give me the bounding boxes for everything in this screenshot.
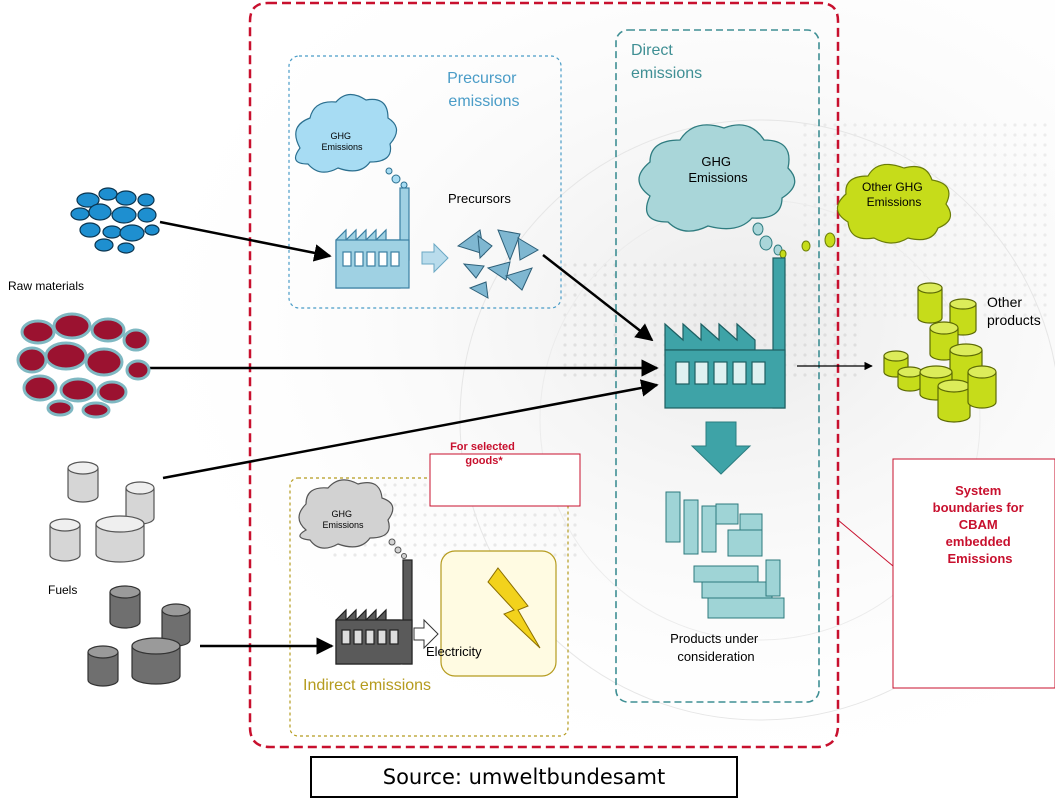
direct-ghg-label-line2: Emissions bbox=[688, 170, 748, 185]
precursor-flow-arrow-icon bbox=[421, 242, 449, 274]
flow-arrows bbox=[150, 220, 659, 655]
system-boundaries-line1: System bbox=[955, 483, 1001, 498]
precursor-factory-icon bbox=[335, 187, 410, 289]
raw-materials-blue-icon bbox=[70, 187, 160, 254]
system-boundaries-line4: embedded bbox=[946, 534, 1011, 549]
arrow-raw-to-precursor-plant bbox=[159, 220, 332, 262]
system-boundaries-line3: CBAM bbox=[959, 517, 998, 532]
lightning-icon bbox=[487, 567, 541, 649]
system-boundaries-callout: System boundaries for CBAM embedded Emis… bbox=[837, 458, 1055, 689]
precursor-ghg-label: GHG bbox=[330, 131, 351, 141]
fuels-label: Fuels bbox=[48, 583, 77, 597]
source-citation: Source: umweltbundesamt bbox=[310, 756, 738, 798]
products-under-consideration-label: Products under bbox=[670, 631, 759, 646]
svg-text:Precursor emissions: Precursor emissions bbox=[447, 70, 521, 110]
raw-materials-red-icon bbox=[16, 312, 151, 419]
precursor-shards-icon bbox=[456, 229, 539, 299]
svg-text:For selected goods*: For selected goods* bbox=[450, 441, 518, 467]
electricity-box bbox=[440, 550, 557, 677]
products-under-consideration-label-line2: consideration bbox=[677, 649, 754, 664]
svg-text:GHG Emissions: GHG Emissions bbox=[321, 131, 363, 152]
main-factory-icon bbox=[664, 257, 786, 409]
electricity-flow-arrow-icon bbox=[413, 618, 439, 650]
precursor-ghg-label-line2: Emissions bbox=[321, 142, 363, 152]
precursor-ghg-cloud-icon: GHG Emissions bbox=[294, 93, 408, 189]
down-arrow-icon bbox=[690, 421, 752, 475]
direct-ghg-label: GHG bbox=[701, 154, 731, 169]
indirect-emissions-box bbox=[289, 477, 569, 737]
svg-text:Other products: Other products bbox=[987, 294, 1041, 328]
indirect-emissions-label: Indirect emissions bbox=[303, 677, 431, 694]
other-products-label: Other bbox=[987, 294, 1022, 310]
other-products-cylinders-icon bbox=[883, 282, 997, 423]
other-ghg-cloud-icon: Other GHG Emissions bbox=[779, 163, 952, 259]
svg-text:GHG Emissions: GHG Emissions bbox=[322, 509, 364, 530]
indirect-ghg-label-line2: Emissions bbox=[322, 520, 364, 530]
indirect-ghg-cloud-icon: GHG Emissions bbox=[298, 479, 407, 559]
electricity-label: Electricity bbox=[426, 644, 482, 659]
for-selected-goods-label-line2: goods* bbox=[465, 455, 503, 467]
raw-materials-label: Raw materials bbox=[8, 279, 84, 293]
precursor-emissions-label-line2: emissions bbox=[448, 93, 519, 110]
other-ghg-label-line2: Emissions bbox=[867, 195, 922, 209]
power-plant-icon bbox=[335, 559, 413, 665]
direct-emissions-label: Direct bbox=[631, 42, 673, 59]
selected-goods-callout bbox=[429, 453, 581, 507]
system-boundaries-line5: Emissions bbox=[947, 551, 1012, 566]
other-ghg-label: Other GHG bbox=[862, 180, 923, 194]
fuels-dark-cylinders-icon bbox=[87, 585, 191, 687]
precursor-emissions-label: Precursor bbox=[447, 70, 517, 87]
svg-text:Other GHG Emissions: Other GHG Emissions bbox=[862, 180, 926, 209]
other-products-label-line2: products bbox=[987, 312, 1041, 328]
svg-text:System boundaries for: System boundaries for CBAM embedded Emis… bbox=[933, 483, 1028, 566]
arrow-fuels-to-main-plant bbox=[162, 379, 659, 480]
product-blocks-icon bbox=[665, 491, 785, 619]
arrow-precursors-to-main-plant bbox=[542, 254, 654, 342]
for-selected-goods-label: For selected bbox=[450, 441, 515, 453]
svg-text:Products under considerati: Products under consideration bbox=[670, 631, 762, 664]
svg-text:GHG Emissions: GHG Emissions bbox=[688, 154, 748, 185]
direct-ghg-cloud-icon: GHG Emissions bbox=[638, 124, 796, 256]
precursors-label: Precursors bbox=[448, 191, 511, 206]
svg-text:Direct emissions: Direct emissions bbox=[631, 42, 702, 82]
cbam-system-boundary bbox=[248, 1, 840, 749]
direct-emissions-label-line2: emissions bbox=[631, 65, 702, 82]
precursor-emissions-box bbox=[288, 55, 562, 309]
indirect-ghg-label: GHG bbox=[331, 509, 352, 519]
system-boundaries-line2: boundaries for bbox=[933, 500, 1024, 515]
fuels-light-cylinders-icon bbox=[49, 461, 155, 563]
